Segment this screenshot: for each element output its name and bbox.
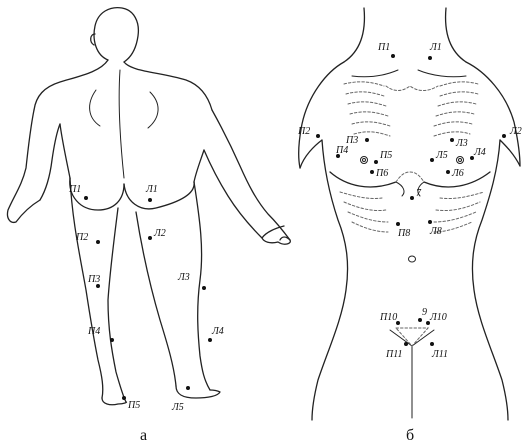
front-point-l6: [446, 170, 450, 174]
back-shoulder-left: [34, 60, 108, 110]
front-pubic-line: [396, 328, 428, 346]
front-label-l8: Л8: [429, 226, 442, 237]
back-arm-left-inner: [40, 124, 60, 200]
back-leg-left-outer: [70, 178, 103, 398]
back-arm-right-inner: [204, 150, 262, 238]
front-side-left: [312, 140, 348, 420]
front-label-9: 9: [422, 307, 427, 318]
back-labels: П1 Л1 П2 Л2 П3 Л3 П4 Л4 П5 Л5: [68, 184, 224, 413]
back-point-l5: [186, 386, 190, 390]
front-clavicle-left: [352, 70, 398, 77]
front-label-l5: Л5: [435, 150, 448, 161]
back-label-l4: Л4: [211, 326, 224, 337]
back-label-l1: Л1: [145, 184, 158, 195]
front-point-l11: [430, 342, 434, 346]
front-label-l4: Л4: [473, 147, 486, 158]
back-point-l3: [202, 286, 206, 290]
back-leg-left-inner: [108, 208, 126, 402]
back-label-p2: П2: [75, 232, 88, 243]
front-label-p2: П2: [297, 126, 310, 137]
back-shoulder-right: [124, 62, 212, 110]
back-torso-left: [60, 124, 70, 178]
front-point-p2: [316, 134, 320, 138]
front-point-l3: [450, 138, 454, 142]
front-neck-left: [344, 8, 364, 62]
front-point-p11: [404, 342, 408, 346]
front-neck-right: [446, 8, 466, 62]
front-point-l5: [430, 158, 434, 162]
front-label-p6: П6: [375, 168, 388, 179]
front-point-p3: [365, 138, 369, 142]
front-label-p4: П4: [335, 145, 348, 156]
back-head: [94, 8, 138, 62]
back-arm-right: [212, 110, 290, 240]
front-label-l11: Л11: [431, 349, 448, 360]
front-label-7: 7: [416, 188, 422, 199]
back-label-p4: П4: [87, 326, 100, 337]
front-label-l1: Л1: [429, 42, 442, 53]
front-point-l8: [428, 220, 432, 224]
back-label-p5: П5: [127, 400, 140, 411]
front-label-p10: П10: [379, 312, 397, 323]
back-label-l5: Л5: [171, 402, 184, 413]
front-nipple-left-inner: [363, 159, 366, 162]
back-label-l3: Л3: [177, 272, 190, 283]
caption-a: а: [140, 427, 147, 444]
back-label-l2: Л2: [153, 228, 166, 239]
front-label-l6: Л6: [451, 168, 464, 179]
front-point-l1: [428, 56, 432, 60]
back-point-p4: [110, 338, 114, 342]
front-point-p1: [391, 54, 395, 58]
front-point-p6: [370, 170, 374, 174]
front-point-l2: [502, 134, 506, 138]
back-arm-left: [7, 110, 40, 222]
back-points: [84, 196, 212, 400]
front-nipple-right: [457, 157, 464, 164]
front-clavicle-right: [418, 70, 466, 77]
caption-b: б: [406, 427, 414, 444]
back-buttock-right: [124, 182, 194, 209]
front-point-9: [418, 318, 422, 322]
back-point-p1: [84, 196, 88, 200]
front-point-p5: [374, 160, 378, 164]
front-label-l3: Л3: [455, 138, 468, 149]
front-label-p8: П8: [397, 228, 410, 239]
back-scapula-right: [148, 92, 158, 128]
front-point-7: [410, 196, 414, 200]
front-label-p11: П11: [385, 349, 402, 360]
back-spine: [119, 70, 124, 178]
front-label-l2: Л2: [509, 126, 522, 137]
front-armpit-left: [300, 140, 322, 168]
back-foot-right: [176, 386, 220, 398]
back-point-p2: [96, 240, 100, 244]
front-label-p5: П5: [379, 150, 392, 161]
back-point-l2: [148, 236, 152, 240]
back-torso-right: [194, 150, 204, 182]
back-point-l4: [208, 338, 212, 342]
front-label-p1: П1: [377, 42, 390, 53]
front-point-p8: [396, 222, 400, 226]
front-nipple-right-inner: [459, 159, 462, 162]
front-side-right: [472, 140, 508, 420]
front-label-l10: Л10: [429, 312, 447, 323]
back-leg-right-outer: [194, 182, 210, 390]
back-point-l1: [148, 198, 152, 202]
figure-back-view: П1 Л1 П2 Л2 П3 Л3 П4 Л4 П5 Л5 а: [7, 8, 290, 444]
back-label-p1: П1: [68, 184, 81, 195]
front-navel: [409, 256, 416, 262]
back-label-p3: П3: [87, 274, 100, 285]
figure-front-view: П1 Л1 П2 Л2 П3 Л3 П4 Л4 П5 Л5 П6 Л6 7 П8…: [297, 8, 522, 444]
back-scapula-left: [90, 90, 100, 126]
back-point-p5: [122, 396, 126, 400]
front-armpit-right: [500, 140, 520, 166]
front-nipple-left: [361, 157, 368, 164]
front-groin-left: [390, 330, 412, 346]
